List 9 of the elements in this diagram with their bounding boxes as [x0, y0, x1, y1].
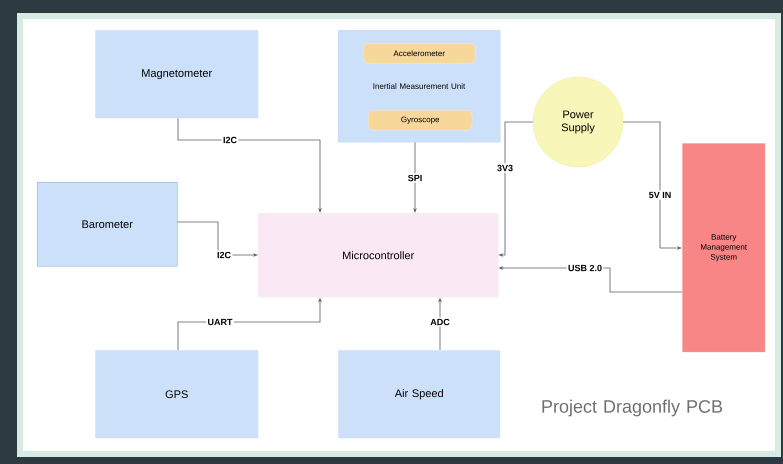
- sensor-box: Accelerometer: [363, 43, 476, 64]
- sensor-box: Gyroscope: [368, 110, 472, 130]
- title: Project Dragonfly PCB: [542, 400, 722, 416]
- sensor-box: GPS: [95, 350, 258, 438]
- connector-box: Battery Management System: [682, 143, 766, 352]
- sensor-box: Air Speed: [338, 350, 500, 438]
- microcontroller-box: Microcontroller: [258, 213, 498, 298]
- sensor-box: Barometer: [37, 182, 178, 266]
- sensor-box: Magnetometer: [95, 30, 258, 118]
